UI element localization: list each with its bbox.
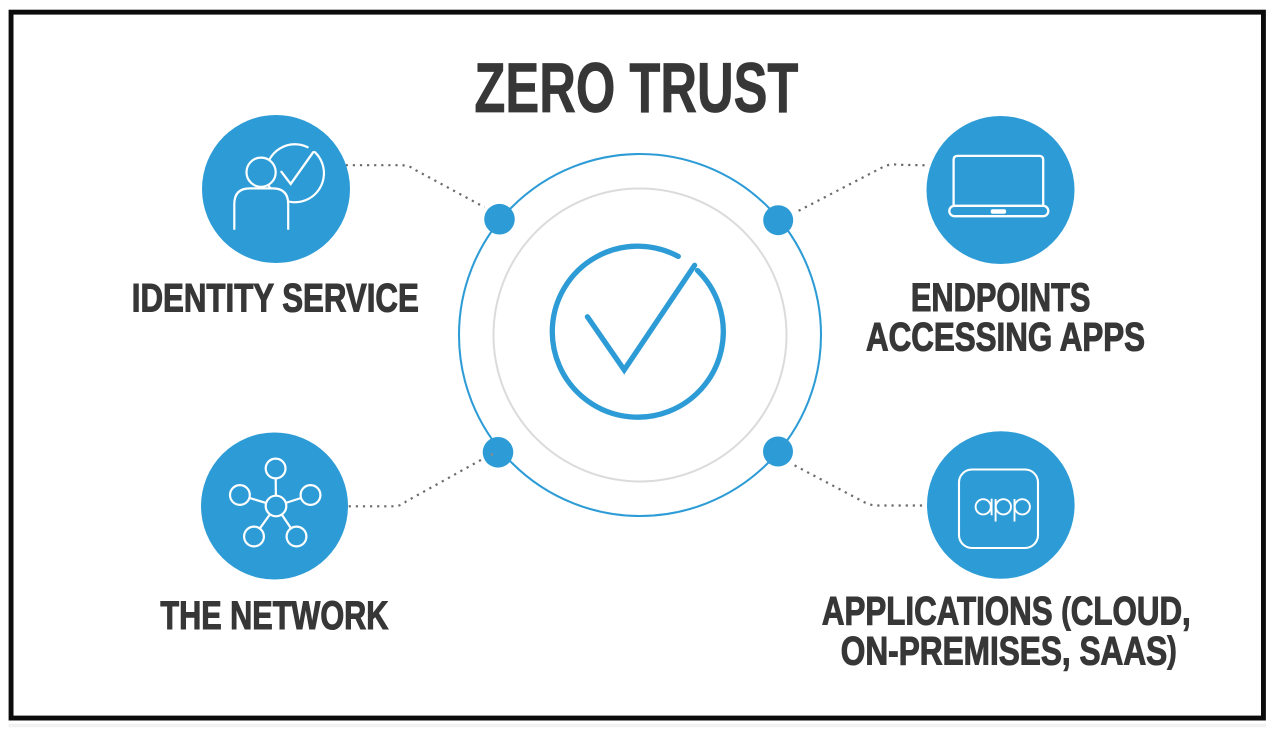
svg-text:ON-PREMISES, SAAS): ON-PREMISES, SAAS) (841, 628, 1177, 674)
svg-text:ZERO TRUST: ZERO TRUST (474, 48, 798, 127)
svg-text:ACCESSING APPS: ACCESSING APPS (866, 315, 1145, 360)
svg-text:ENDPOINTS: ENDPOINTS (911, 275, 1091, 320)
svg-text:APPLICATIONS (CLOUD,: APPLICATIONS (CLOUD, (822, 588, 1191, 634)
svg-text:IDENTITY SERVICE: IDENTITY SERVICE (132, 275, 419, 320)
svg-text:THE NETWORK: THE NETWORK (160, 593, 388, 638)
